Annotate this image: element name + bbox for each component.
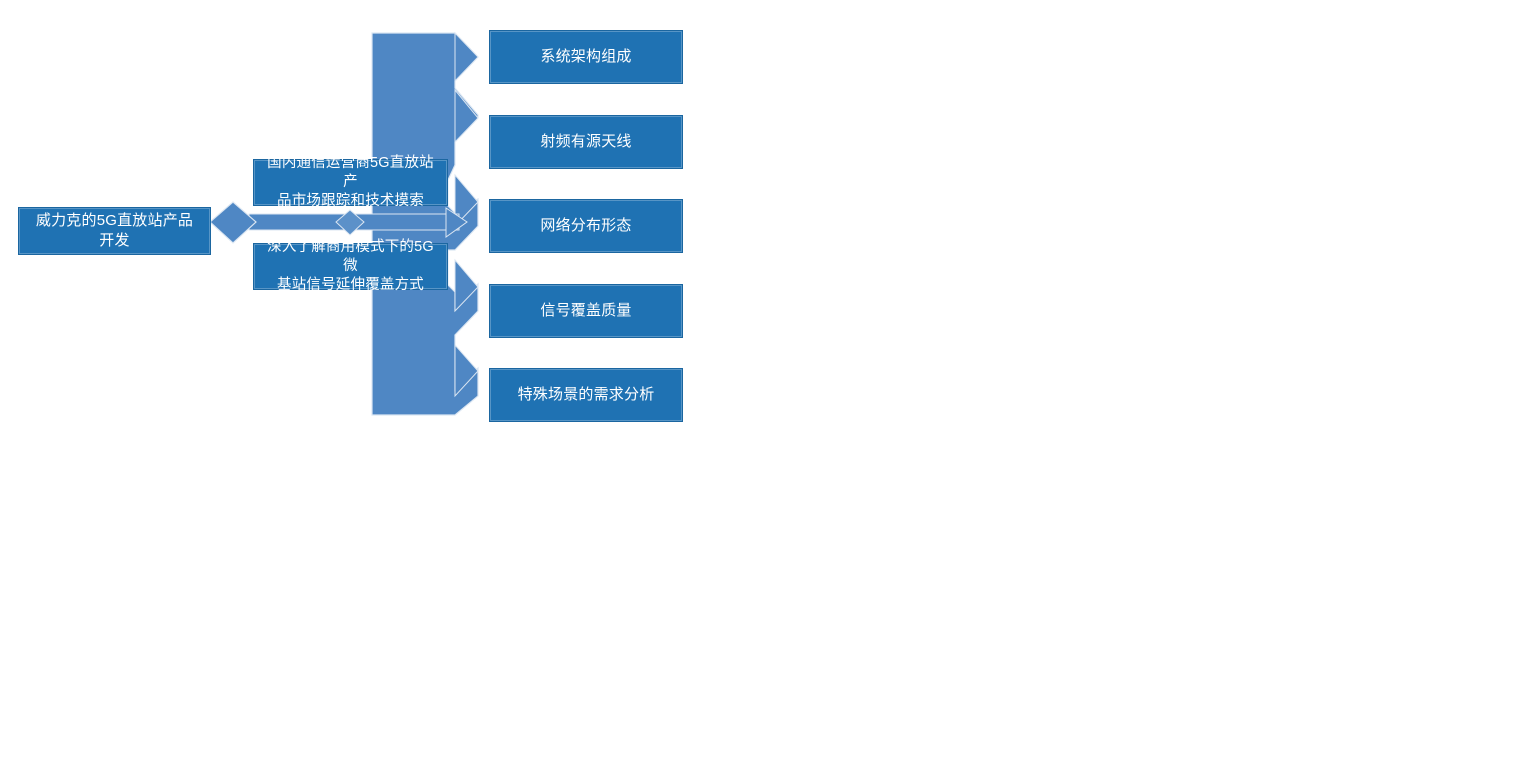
leaf-node-label: 信号覆盖质量 [540,302,632,320]
leaf-node-label: 网络分布形态 [540,217,632,235]
branch-node-market-research[interactable]: 国内通信运营商5G直放站产 品市场跟踪和技术摸索 [253,155,448,209]
branch-node-coverage-study[interactable]: 深入了解商用模式下的5G微 基站信号延伸覆盖方式 [253,239,448,293]
funnel-connector [371,32,479,416]
leaf-node-signal-coverage-quality[interactable]: 信号覆盖质量 [489,284,683,338]
spine-bar [248,213,460,231]
leaf-node-label: 射频有源天线 [540,133,632,151]
root-node-label: 威力克的5G直放站产品开发 [35,212,194,249]
chevron-1-icon [454,88,479,144]
chevron-0-icon [454,31,479,83]
leaf-node-label: 特殊场景的需求分析 [517,386,655,404]
root-node[interactable]: 威力克的5G直放站产品开发 [18,207,211,255]
leaf-node-label: 系统架构组成 [540,48,632,66]
branch-node-label: 国内通信运营商5G直放站产 品市场跟踪和技术摸索 [267,154,434,210]
chevron-4-icon [454,343,479,398]
leaf-chevrons [454,31,479,398]
mid-diamond-icon [335,209,365,236]
chevron-3-icon [454,258,479,313]
chevron-2-icon [454,173,479,228]
leaf-node-system-architecture[interactable]: 系统架构组成 [489,30,683,84]
leaf-node-network-distribution[interactable]: 网络分布形态 [489,199,683,253]
branch-node-label: 深入了解商用模式下的5G微 基站信号延伸覆盖方式 [267,238,434,294]
root-diamond-icon [209,201,257,244]
funnel-shape [371,32,479,416]
leaf-node-rf-active-antenna[interactable]: 射频有源天线 [489,115,683,169]
leaf-node-special-scenario-demand[interactable]: 特殊场景的需求分析 [489,368,683,422]
spine-arrowhead-icon [445,207,468,238]
